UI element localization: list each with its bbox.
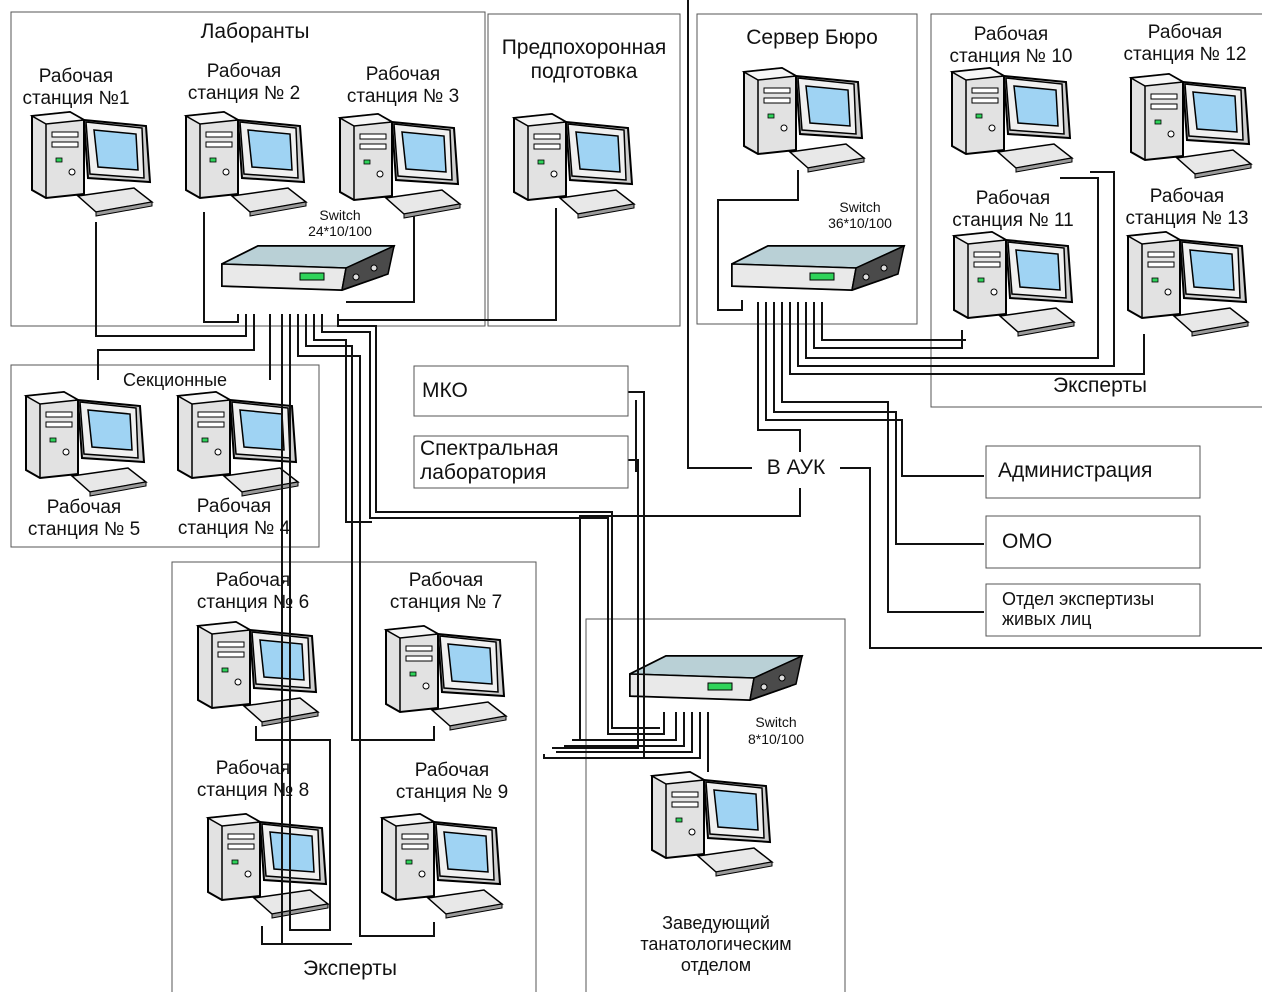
group-title-prep: Предпохоронная подготовка: [501, 36, 667, 83]
group-box-experts-bottom: [171, 561, 537, 992]
group-box-head: [585, 618, 846, 992]
group-box-experts-right: [930, 13, 1262, 408]
admin-label: Администрация: [998, 459, 1153, 482]
workstation-1-label: Рабочая станция №1: [22, 66, 130, 109]
workstation-6-label: Рабочая станция № 6: [196, 570, 310, 613]
switch-server-name: Switch: [839, 199, 881, 215]
switch-labs-icon: [221, 245, 395, 291]
group-box-prep: [487, 13, 681, 327]
workstation-11-label: Рабочая станция № 11: [952, 188, 1074, 231]
workstation-7-label: Рабочая станция № 7: [389, 570, 503, 613]
group-title-experts-right: Эксперты: [1053, 374, 1147, 397]
omo-label: ОМО: [1002, 530, 1053, 553]
group-title-labs: Лаборанты: [200, 20, 310, 43]
switch-head-spec: 8*10/100: [747, 731, 805, 747]
workstation-5-pc-icon: [25, 391, 147, 497]
workstation-7-pc-icon: [385, 625, 507, 731]
workstation-12-label: Рабочая станция № 12: [1123, 22, 1247, 65]
workstation-13-label: Рабочая станция № 13: [1125, 186, 1249, 229]
living-label: Отдел экспертизы живых лиц: [1002, 589, 1155, 629]
group-box-labs: [10, 11, 486, 327]
workstation-2-label: Рабочая станция № 2: [187, 61, 301, 104]
workstation-8-pc-icon: [207, 813, 329, 919]
living-box: [985, 583, 1201, 637]
workstation-3-pc-icon: [339, 113, 461, 219]
prep-pc-icon: [513, 113, 635, 219]
workstation-4-label: Рабочая станция № 4: [177, 496, 291, 539]
group-title-server: Сервер Бюро: [746, 26, 878, 49]
workstation-12-pc-icon: [1130, 73, 1252, 179]
spectral-box: [413, 435, 629, 489]
group-title-sectional: Секционные: [122, 370, 228, 390]
spectral-label: Спектральная лаборатория: [420, 437, 559, 484]
workstation-3-label: Рабочая станция № 3: [346, 64, 460, 107]
workstation-10-label: Рабочая станция № 10: [949, 24, 1073, 67]
omo-box: [985, 515, 1201, 569]
switch-server-icon: [731, 245, 905, 291]
head-pc-icon: [651, 771, 773, 877]
workstation-11-pc-icon: [953, 231, 1075, 337]
switch-labs-spec: 24*10/100: [308, 223, 372, 239]
workstation-6-pc-icon: [197, 621, 319, 727]
workstation-13-pc-icon: [1127, 231, 1249, 337]
head-label: Заведующий танатологическим отделом: [640, 913, 792, 975]
group-title-experts-bottom: Эксперты: [303, 957, 397, 980]
network-cables: [95, 0, 1262, 945]
admin-box: [985, 445, 1201, 499]
switch-head-icon: [629, 655, 803, 701]
workstation-9-pc-icon: [381, 813, 503, 919]
group-box-sectional: [10, 364, 320, 548]
mko-box: [413, 365, 629, 417]
switch-server-spec: 36*10/100: [828, 215, 892, 231]
workstation-9-label: Рабочая станция № 9: [395, 760, 509, 803]
workstation-8-label: Рабочая станция № 8: [196, 758, 310, 801]
switch-head-name: Switch: [755, 714, 797, 730]
auk-label: В АУК: [752, 456, 840, 480]
workstation-1-pc-icon: [31, 111, 153, 217]
mko-label: МКО: [422, 379, 468, 402]
workstation-5-label: Рабочая станция № 5: [27, 497, 141, 540]
workstation-4-pc-icon: [177, 391, 299, 497]
server-pc-icon: [743, 67, 865, 173]
workstation-10-pc-icon: [951, 67, 1073, 173]
workstation-2-pc-icon: [185, 111, 307, 217]
switch-labs-name: Switch: [319, 207, 361, 223]
